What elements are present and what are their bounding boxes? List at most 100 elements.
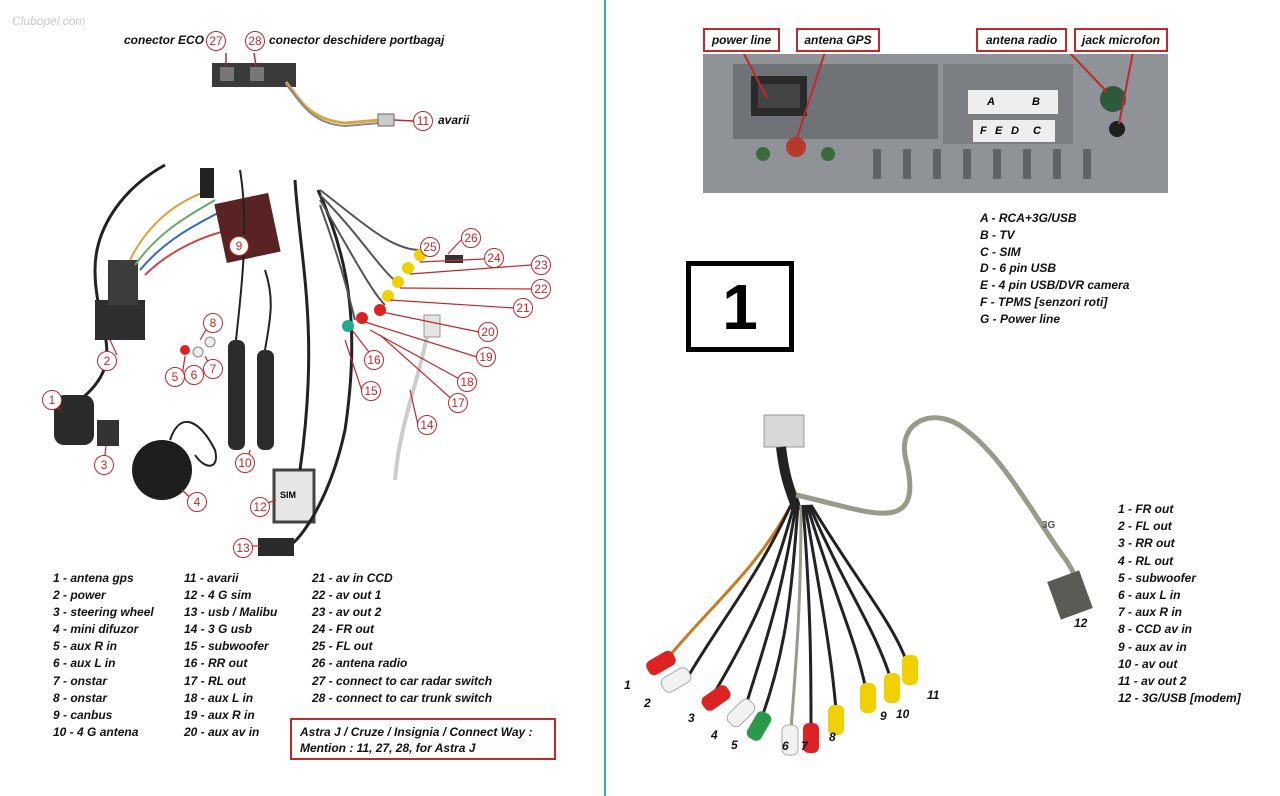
rca-harness-connector: [763, 414, 805, 448]
trunk-connector-label: conector deschidere portbagaj: [269, 33, 445, 47]
legend-item: 16 - RR out: [184, 656, 248, 671]
sim-module: [272, 468, 316, 524]
callout-5: 5: [165, 367, 185, 387]
callout-1: 1: [42, 390, 62, 410]
legend-item: 14 - 3 G usb: [184, 622, 253, 637]
callout-13: 13: [233, 538, 253, 558]
rca-legend-item: 2 - FL out: [1118, 519, 1172, 534]
port-letter-a: A: [987, 96, 995, 108]
astra-note-box: Astra J / Cruze / Insignia / Connect Way…: [290, 718, 556, 760]
gps-antenna: [54, 395, 94, 445]
rca-legend-item: 5 - subwoofer: [1118, 570, 1197, 585]
legend-item: 17 - RL out: [184, 673, 246, 688]
port-legend: A - RCA+3G/USB B - TV C - SIM D - 6 pin …: [980, 210, 1129, 328]
legend-item: 10 - 4 G antena: [53, 724, 139, 739]
callout-18: 18: [457, 372, 477, 392]
4g-antenna-left: [228, 340, 245, 450]
port-legend-item: E - 4 pin USB/DVR camera: [980, 278, 1130, 293]
port-letter-e: E: [995, 125, 1003, 137]
legend-item: 4 - mini difuzor: [53, 622, 139, 637]
eco-connector-label: conector ECO: [124, 33, 205, 47]
mic-jack-port: [1109, 121, 1125, 137]
legend-item: 20 - aux av in: [184, 724, 260, 739]
callout-6: 6: [184, 365, 204, 385]
rca-callout-8: 8: [829, 730, 836, 744]
callout-7: 7: [203, 359, 223, 379]
callout-10: 10: [235, 453, 255, 473]
rca-harness-illustration: [646, 414, 1093, 756]
rca-callout-9: 9: [880, 709, 887, 723]
legend-item: 21 - av in CCD: [312, 571, 393, 585]
power-connector: [95, 300, 145, 340]
radio-antenna-port: [1100, 86, 1126, 112]
legend-item: 27 - connect to car radar switch: [312, 673, 493, 688]
usb-modem-connector: [1047, 570, 1093, 620]
legend-item: 13 - usb / Malibu: [184, 605, 278, 620]
callout-12: 12: [250, 497, 270, 517]
panel-divider: [604, 0, 606, 796]
rca-callout-12: 12: [1074, 616, 1088, 630]
legend-item: 8 - onstar: [53, 690, 108, 705]
note-line-2: Mention : 11, 27, 28, for Astra J: [300, 741, 476, 755]
rca-callout-6: 6: [782, 739, 789, 753]
callout-2: 2: [97, 351, 117, 371]
figure-number-box: 1: [686, 261, 794, 352]
antena-radio-label: antena radio: [976, 28, 1067, 52]
legend-item: 18 - aux L in: [184, 690, 254, 705]
mini-speaker: [132, 440, 192, 500]
callout-3: 3: [94, 455, 114, 475]
gps-antenna-port: [786, 137, 806, 157]
callout-22: 22: [531, 279, 551, 299]
port-legend-item: C - SIM: [980, 244, 1021, 259]
legend-item: 22 - av out 1: [312, 588, 382, 603]
rca-callout-4: 4: [711, 728, 718, 742]
legend-item: 15 - subwoofer: [184, 639, 269, 654]
sim-module-label: SIM: [280, 490, 297, 500]
callout-24: 24: [484, 248, 504, 268]
callout-27: 27: [206, 31, 226, 51]
rca-callout-5: 5: [731, 738, 738, 752]
callout-16: 16: [364, 350, 384, 370]
port-legend-item: B - TV: [980, 227, 1015, 242]
callout-28: 28: [245, 31, 265, 51]
4g-antenna-right: [257, 350, 274, 450]
port-legend-item: F - TPMS [senzori roti]: [980, 294, 1108, 309]
rca-legend-item: 12 - 3G/USB [modem]: [1118, 691, 1241, 706]
rca-legend-item: 9 - aux av in: [1118, 639, 1187, 654]
rca-callout-7: 7: [801, 739, 808, 753]
callout-8: 8: [203, 313, 223, 333]
rca-legend-item: 6 - aux L in: [1118, 588, 1181, 603]
legend-column-2: 11 - avarii 12 - 4 G sim 13 - usb / Mali…: [184, 570, 277, 741]
callout-26: 26: [461, 228, 481, 248]
callout-15: 15: [361, 381, 381, 401]
legend-item: 25 - FL out: [312, 639, 373, 654]
legend-item: 9 - canbus: [53, 707, 113, 722]
port-legend-item: G - Power line: [980, 311, 1061, 326]
legend-item: 28 - connect to car trunk switch: [312, 690, 493, 705]
jack-microfon-label: jack microfon: [1074, 28, 1168, 52]
legend-column-3: 21 - av in CCD 22 - av out 1 23 - av out…: [312, 570, 492, 707]
rca-legend-item: 11 - av out 2: [1118, 674, 1187, 689]
legend-item: 24 - FR out: [312, 622, 374, 637]
callout-20: 20: [478, 322, 498, 342]
legend-item: 5 - aux R in: [53, 639, 118, 654]
note-line-1: Astra J / Cruze / Insignia / Connect Way…: [300, 725, 533, 739]
canbus-box: [214, 192, 281, 263]
wiring-harness-illustration: [51, 52, 532, 556]
rca-legend-item: 7 - aux R in: [1118, 605, 1183, 620]
callout-4: 4: [187, 492, 207, 512]
rca-legend-item: 3 - RR out: [1118, 536, 1175, 551]
callout-23: 23: [531, 255, 551, 275]
rca-callout-2: 2: [644, 696, 651, 710]
legend-item: 23 - av out 2: [312, 605, 382, 620]
legend-item: 26 - antena radio: [312, 656, 408, 671]
legend-item: 1 - antena gps: [53, 571, 134, 585]
port-letter-b: B: [1032, 96, 1040, 108]
callout-19: 19: [476, 347, 496, 367]
callout-14: 14: [417, 415, 437, 435]
rca-legend-item: 4 - RL out: [1118, 553, 1174, 568]
port-letter-d: D: [1011, 125, 1019, 137]
head-unit-back-photo: A B F E D C: [703, 54, 1168, 193]
steering-wheel-connector: [97, 420, 119, 446]
rca-legend-item: 1 - FR out: [1118, 502, 1174, 516]
